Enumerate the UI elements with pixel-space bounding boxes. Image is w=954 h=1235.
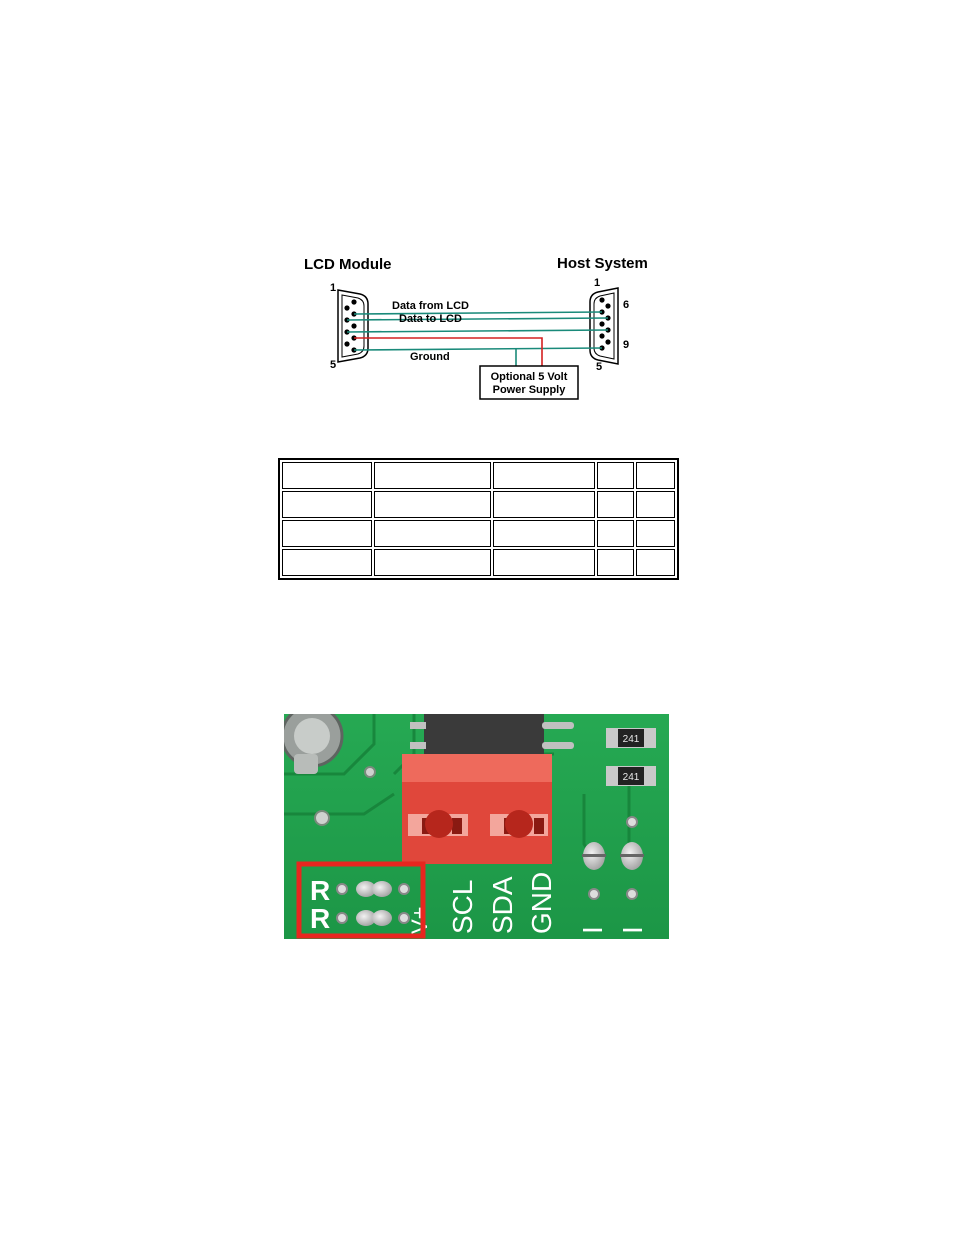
table-cell <box>636 462 675 489</box>
host-system-title: Host System <box>557 255 648 272</box>
table-cell <box>597 520 634 547</box>
resistor-code-1: 241 <box>623 734 640 745</box>
ic-chip <box>410 714 574 756</box>
table-cell <box>374 462 491 489</box>
silk-label-i1: I <box>577 926 608 934</box>
table-row <box>282 462 675 489</box>
silk-label-sda: SDA <box>487 876 518 934</box>
ground-label: Ground <box>410 351 450 363</box>
host-pin-5-label: 5 <box>596 361 602 373</box>
table-cell <box>282 491 372 518</box>
table-row <box>282 491 675 518</box>
data-wires <box>346 311 609 366</box>
power-wire <box>354 337 543 366</box>
table-cell <box>374 520 491 547</box>
data-from-lcd-label: Data from LCD <box>392 300 469 312</box>
table-cell <box>493 462 595 489</box>
smd-resistor-1: 241 <box>606 728 656 748</box>
table-cell <box>374 549 491 576</box>
silk-label-r1: R <box>310 875 330 906</box>
jumper-pads <box>336 881 410 926</box>
silk-label-gnd: GND <box>526 872 557 934</box>
table-cell <box>597 549 634 576</box>
table-row <box>282 549 675 576</box>
table-cell <box>493 549 595 576</box>
host-pin-6-label: 6 <box>623 299 629 311</box>
host-pin-9-label: 9 <box>623 339 629 351</box>
lcd-db9-connector <box>337 289 369 363</box>
table-cell <box>374 491 491 518</box>
power-supply-line-2: Power Supply <box>493 384 567 396</box>
table-cell <box>493 520 595 547</box>
solder-pads-right <box>582 816 644 900</box>
data-to-lcd-label: Data to LCD <box>399 313 462 325</box>
table-cell <box>282 520 372 547</box>
table-cell <box>636 520 675 547</box>
silk-label-r2: R <box>310 903 330 934</box>
resistor-code-2: 241 <box>623 772 640 783</box>
table-cell <box>282 462 372 489</box>
table-cell <box>597 462 634 489</box>
wiring-diagram: LCD Module Host System 1 5 1 6 9 5 <box>304 255 648 400</box>
table-cell <box>282 549 372 576</box>
table-cell <box>597 491 634 518</box>
pcb-photo: 241 241 R R V+ SCL SDA GND I I <box>284 714 669 939</box>
red-connector <box>402 754 552 864</box>
lcd-module-title: LCD Module <box>304 256 392 273</box>
highlight-box <box>296 861 426 939</box>
lcd-pin-5-label: 5 <box>330 359 336 371</box>
smd-resistor-2: 241 <box>606 766 656 786</box>
silk-label-i2: I <box>617 926 648 934</box>
silk-label-scl: SCL <box>447 880 478 934</box>
host-db9-connector <box>589 287 619 365</box>
crystal-component <box>284 714 344 774</box>
lcd-pin-1-label: 1 <box>330 282 336 294</box>
host-pin-1-label: 1 <box>594 277 600 289</box>
table-cell <box>636 491 675 518</box>
silk-label-v: V+ <box>407 906 432 934</box>
pin-table <box>278 458 679 580</box>
table-cell <box>636 549 675 576</box>
power-supply-line-1: Optional 5 Volt <box>491 371 568 383</box>
table-cell <box>493 491 595 518</box>
power-supply-box: Optional 5 Volt Power Supply <box>479 365 579 400</box>
table-row <box>282 520 675 547</box>
